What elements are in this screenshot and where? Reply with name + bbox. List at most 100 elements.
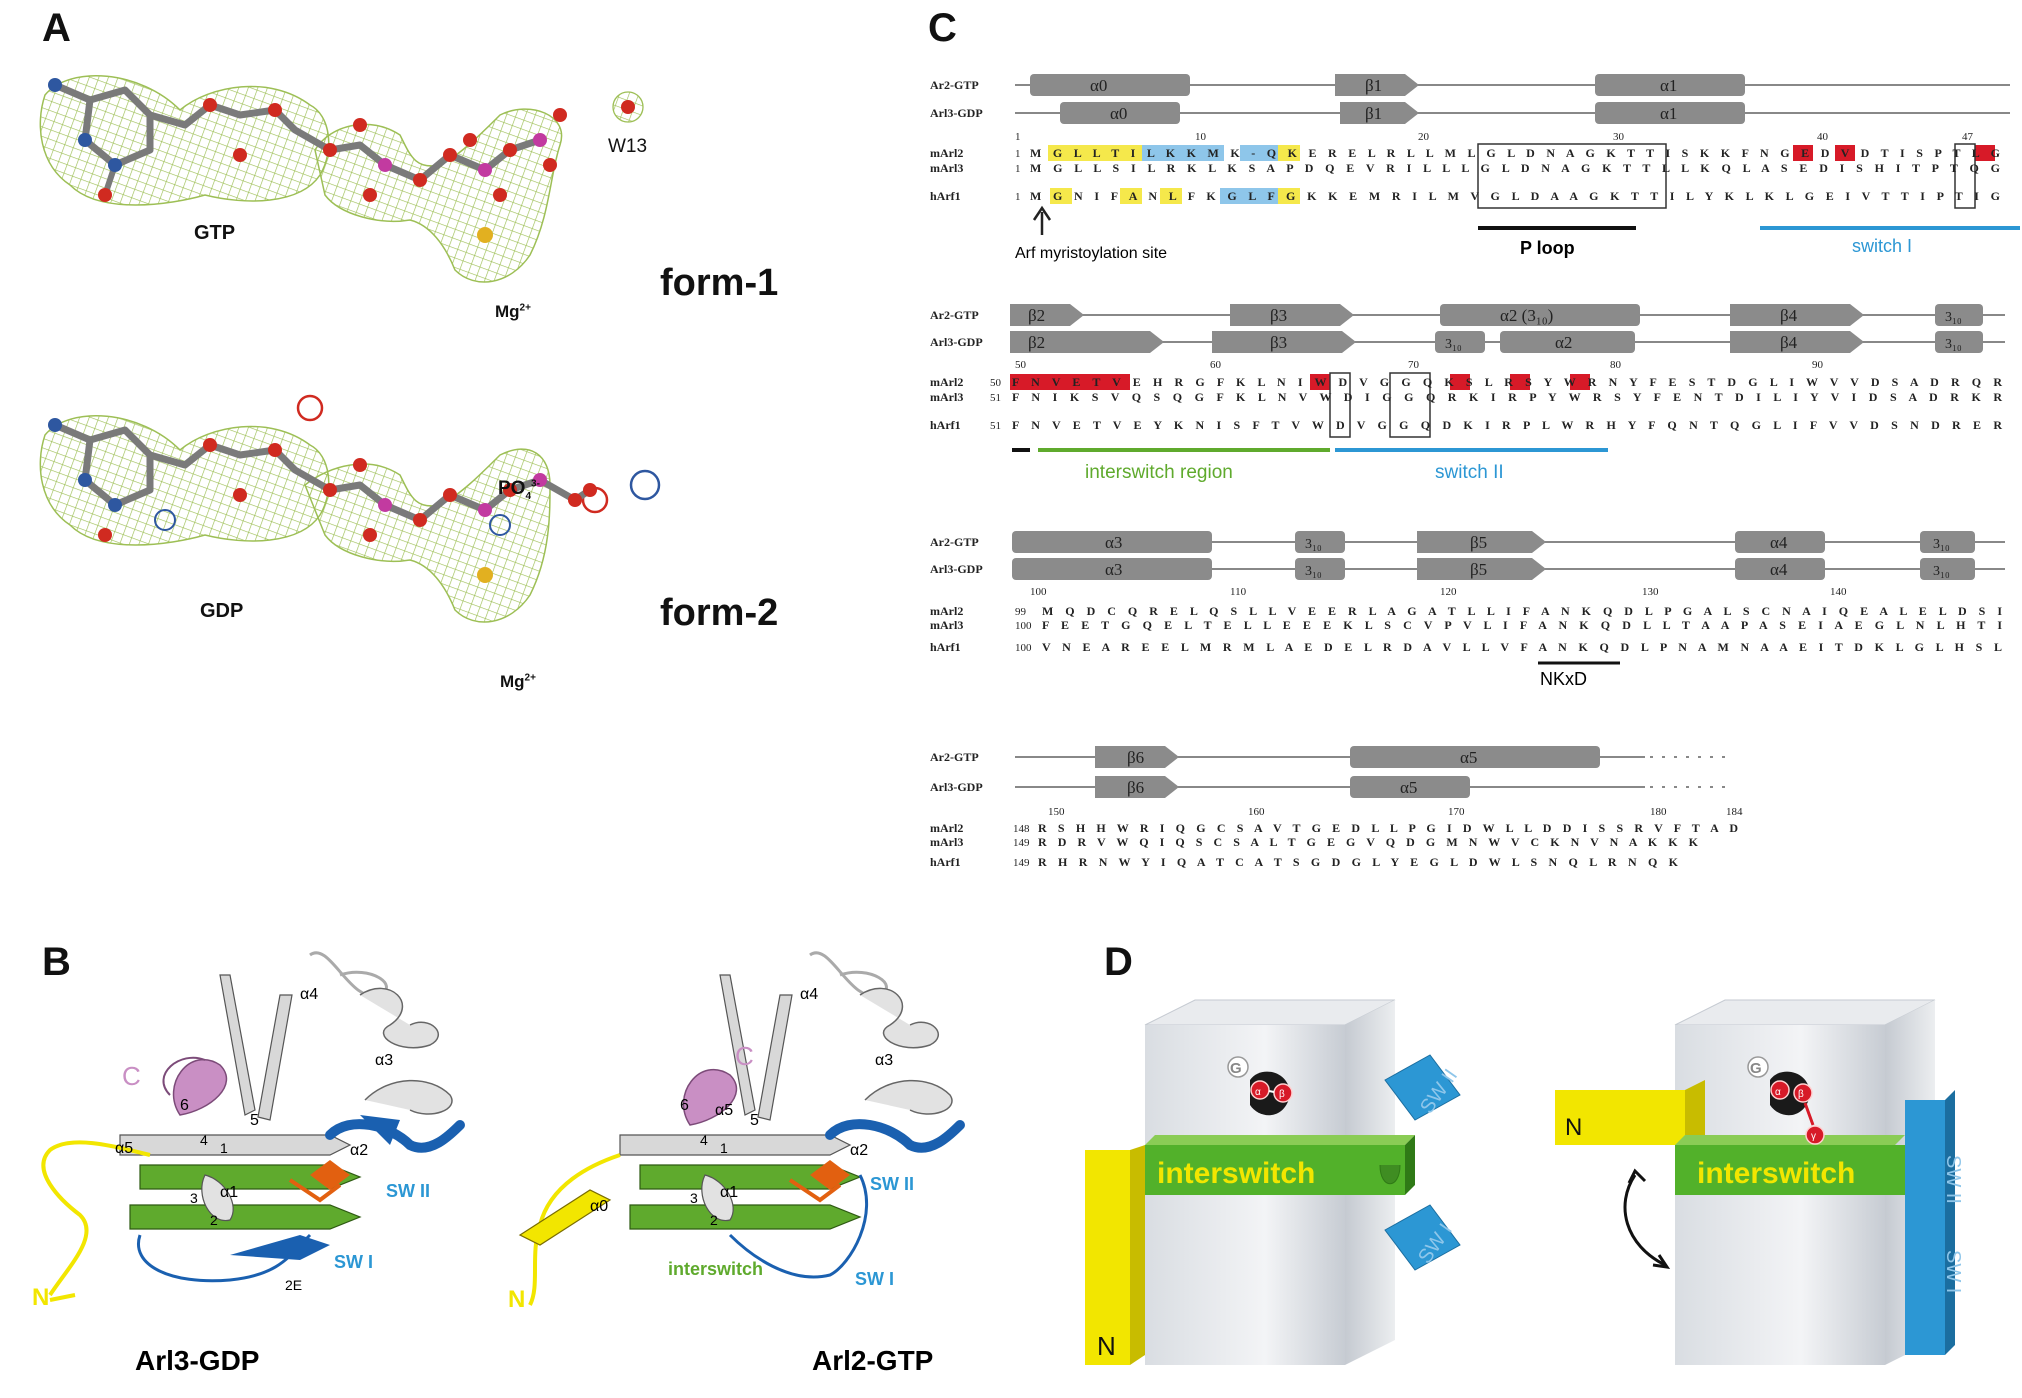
num-4-160: 160 (1248, 806, 1265, 818)
panel-a-density-maps (39, 75, 661, 623)
ss-b1-bot: β1 (1365, 104, 1382, 123)
seq-marl3-3: F E E T G Q E L T E L L E E E K L S C V … (1042, 618, 2002, 632)
start-marl3-3: 100 (1015, 620, 1032, 632)
num-3-130: 130 (1642, 586, 1659, 598)
arl2-strand2: 2 (710, 1212, 718, 1228)
row-harf1-2: hArf1 (930, 418, 961, 432)
interswitch-left: interswitch (1157, 1157, 1315, 1190)
start-harf1-3: 100 (1015, 642, 1032, 654)
ss-a2-top: α2 (3₁₀) (1500, 306, 1553, 325)
arl3-sw1: SW I (334, 1252, 373, 1272)
arl2-alpha3: α3 (875, 1052, 893, 1069)
row-marl3-4: mArl3 (930, 835, 963, 849)
row-label-ar2-3: Ar2-GTP (930, 535, 979, 549)
num-1-47: 47 (1962, 131, 1974, 143)
seq-harf1-3: V N E A R E E L M R M L A E D E L R D A … (1042, 640, 2002, 654)
arl2-strand1: 1 (720, 1140, 728, 1156)
panel-label-a: A (42, 6, 71, 50)
ss-a0-top: α0 (1090, 76, 1107, 95)
seq-marl3-1: M G L L S I L R K L K S A P D Q E V R I … (1030, 161, 2000, 175)
ss-b1-top: β1 (1365, 76, 1382, 95)
mg-label-2: Mg2+ (500, 672, 536, 691)
row-label-ar2-4: Ar2-GTP (930, 750, 979, 764)
num-2-70: 70 (1408, 359, 1420, 371)
arl2-gtp-title: Arl2-GTP (812, 1345, 933, 1376)
interswitch-right: interswitch (1697, 1157, 1855, 1190)
arl3-strand6: 6 (180, 1097, 189, 1114)
switch1-label: switch I (1852, 236, 1912, 256)
start-harf1-2: 51 (990, 420, 1001, 432)
ss-310a-top: 3₁₀ (1305, 537, 1322, 552)
arl2-alpha5: α5 (715, 1102, 733, 1119)
ss-b3-top: β3 (1270, 306, 1287, 325)
arl3-c-term: C (122, 1061, 141, 1091)
ss-310b-top: 3₁₀ (1933, 537, 1950, 552)
row-label-ar2-2: Ar2-GTP (930, 308, 979, 322)
seq-harf1-2: F N V E T V E Y K N I S F T V W D V G G … (1012, 418, 2002, 432)
panel-d-schematic: G α β interswitch N SW II SW I G α β γ i… (1085, 999, 1964, 1365)
arl3-strand1: 1 (220, 1140, 228, 1156)
num-2-80: 80 (1610, 359, 1622, 371)
ss-b4-bot: β4 (1780, 333, 1798, 352)
po4-label: PO43- (498, 478, 540, 502)
row-label-ar3-4: Arl3-GDP (930, 780, 983, 794)
start-marl2-3: 99 (1015, 606, 1027, 618)
ss-a1-bot: α1 (1660, 104, 1677, 123)
arl2-alpha0: α0 (590, 1198, 608, 1215)
row-marl3-3: mArl3 (930, 618, 963, 632)
start-marl3-1: 1 (1015, 163, 1021, 175)
panel-c-alignment: Ar2-GTP Arl3-GDP α0 β1 α1 α0 β1 α1 1 10 … (930, 74, 2020, 869)
arl2-strand5: 5 (750, 1112, 759, 1129)
beta-left: β (1279, 1089, 1285, 1100)
gtp-label: GTP (194, 222, 236, 244)
ss-b2-top: β2 (1028, 306, 1045, 325)
start-marl3-4: 149 (1013, 837, 1030, 849)
form2-density (39, 394, 661, 623)
num-1-1: 1 (1015, 131, 1021, 143)
form1-label: form-1 (660, 262, 779, 304)
n-label-right: N (1565, 1114, 1582, 1141)
arl3-strand4: 4 (200, 1132, 208, 1148)
row-harf1-3: hArf1 (930, 640, 961, 654)
start-harf1-1: 1 (1015, 191, 1021, 203)
num-4-180: 180 (1650, 806, 1667, 818)
arl3-alpha4: α4 (300, 986, 318, 1003)
form1-density (39, 75, 644, 283)
start-harf1-4: 149 (1013, 857, 1030, 869)
arl2-n-term: N (508, 1286, 525, 1313)
panel-b-ribbons: α4 α3 C α5 6 5 4 1 3 2 α1 α2 SW II SW I … (32, 951, 965, 1376)
ss-310-bot-2: 3₁₀ (1945, 337, 1962, 352)
gamma-right: γ (1811, 1131, 1816, 1142)
arl3-strand3: 3 (190, 1190, 198, 1206)
panel-label-d: D (1104, 940, 1133, 984)
arl3-alpha5: α5 (115, 1140, 133, 1157)
nkxd-label: NKxD (1540, 669, 1587, 689)
ss-310-bot-1: 3₁₀ (1445, 337, 1462, 352)
num-2-60: 60 (1210, 359, 1222, 371)
alpha-left: α (1255, 1087, 1261, 1098)
num-3-100: 100 (1030, 586, 1047, 598)
arl3-strand2: 2 (210, 1212, 218, 1228)
seq-harf1-1: M G N I F A N L F K G L F G K K E M R I … (1030, 189, 2000, 203)
row-marl2-1: mArl2 (930, 146, 963, 160)
interswitch-region-label: interswitch region (1085, 462, 1233, 483)
panel-label-c: C (928, 6, 957, 50)
ss-a3-top: α3 (1105, 533, 1122, 552)
start-marl3-2: 51 (990, 392, 1001, 404)
arl2-alpha1: α1 (720, 1184, 738, 1201)
arl3-strand5: 5 (250, 1112, 259, 1129)
w13-label: W13 (608, 136, 648, 157)
ss-a1-top: α1 (1660, 76, 1677, 95)
num-4-184: 184 (1726, 806, 1743, 818)
alignment-block-4: Ar2-GTP Arl3-GDP β6 α5 β6 α5 150 160 170… (930, 746, 1743, 869)
ss-310-top: 3₁₀ (1945, 310, 1962, 325)
myristoylation-arrow (1032, 205, 1052, 235)
row-label-ar3-2: Arl3-GDP (930, 335, 983, 349)
alignment-block-3: Ar2-GTP Arl3-GDP α3 3₁₀ β5 α4 3₁₀ α3 3₁₀… (930, 531, 2005, 689)
arl2-sw2: SW II (870, 1174, 914, 1194)
row-marl3-1: mArl3 (930, 161, 963, 175)
gdp-label: GDP (200, 600, 244, 622)
arl2-sw1: SW I (855, 1269, 894, 1289)
arl2-strand6: 6 (680, 1097, 689, 1114)
arl2-interswitch: interswitch (668, 1259, 763, 1279)
